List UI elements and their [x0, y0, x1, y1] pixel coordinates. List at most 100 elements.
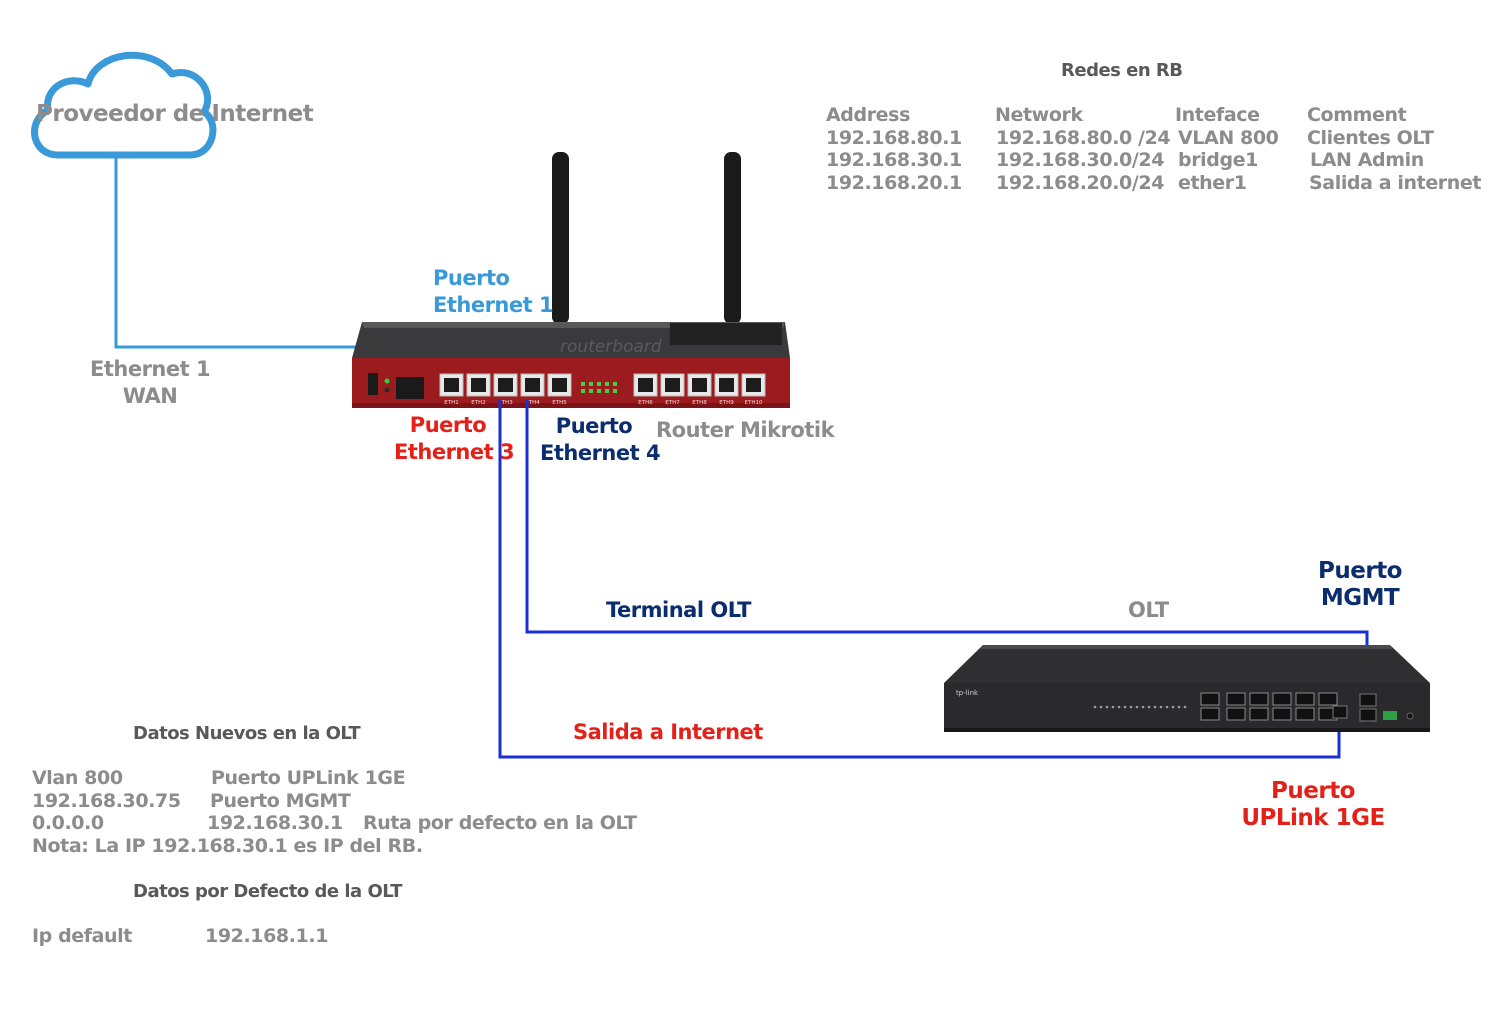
puerto-eth1-line1: Puerto — [433, 266, 510, 290]
puerto-mgmt-line2: MGMT — [1320, 585, 1400, 611]
puerto-eth4-line1: Puerto — [555, 414, 633, 438]
router-port-label: ETH1 — [444, 400, 458, 406]
router-led — [613, 382, 617, 386]
table-row: Ip default 192.168.1.1 — [32, 925, 432, 948]
terminal-olt-text: Terminal OLT — [606, 598, 751, 622]
table-row: 192.168.20.1 192.168.20.0/24 ether1 Sali… — [826, 172, 1486, 195]
olt-led — [1165, 705, 1169, 709]
puerto-mgmt-line1: Puerto — [1318, 558, 1402, 584]
cell-comment: Salida a internet — [1309, 171, 1482, 194]
olt-defecto-table: Ip default 192.168.1.1 — [32, 925, 432, 948]
puerto-mgmt-label: Puerto MGMT — [1305, 558, 1415, 612]
olt-led — [1177, 705, 1181, 709]
olt-led — [1105, 705, 1109, 709]
router-port-eth6: ETH6 — [633, 373, 658, 406]
router-name-label: Router Mikrotik — [656, 418, 835, 442]
router-led — [597, 382, 601, 386]
olt-sfp-port — [1249, 707, 1269, 721]
table-row: 192.168.80.1 192.168.80.0 /24 VLAN 800 C… — [826, 127, 1486, 150]
cell-network: 192.168.20.0/24 — [996, 171, 1165, 194]
table-row: 192.168.30.75 Puerto MGMT — [32, 790, 652, 813]
cell-comment: Clientes OLT — [1307, 126, 1434, 149]
olt-nuevos-title-text: Datos Nuevos en la OLT — [133, 723, 361, 744]
redes-rb-header-row: Address Network Inteface Comment — [826, 104, 1486, 127]
router-name-text: Router Mikrotik — [656, 418, 835, 442]
olt-nota: Nota: La IP 192.168.30.1 es IP del RB. — [32, 835, 652, 858]
router-port-label: ETH2 — [471, 400, 485, 406]
olt-led — [1159, 705, 1163, 709]
header-address: Address — [826, 104, 910, 126]
puerto-eth1-line2: Ethernet 1 — [433, 293, 554, 317]
olt-sfp-port — [1200, 692, 1220, 706]
olt-led — [1111, 705, 1115, 709]
cell-interface: VLAN 800 — [1178, 126, 1279, 149]
router-port-eth3: ETH3 — [493, 373, 518, 406]
olt-led — [1183, 705, 1187, 709]
olt-nuevos-title: Datos Nuevos en la OLT — [133, 723, 361, 744]
olt-sfp-port — [1272, 707, 1292, 721]
cloud-icon — [31, 51, 217, 159]
puerto-eth4-line2: Ethernet 4 — [540, 441, 661, 465]
olt-led — [1093, 705, 1097, 709]
olt-led — [1141, 705, 1145, 709]
router-led — [597, 389, 601, 393]
router-port-label: ETH7 — [665, 400, 680, 406]
olt-led — [1171, 705, 1175, 709]
router-led — [613, 389, 617, 393]
router-led — [589, 389, 593, 393]
router-port-label: ETH10 — [745, 400, 763, 406]
router-port-label: ETH9 — [719, 400, 734, 406]
eth1-wan-line2: WAN — [122, 384, 178, 408]
router-port-label: ETH4 — [525, 400, 540, 406]
table-row: Vlan 800 Puerto UPLink 1GE — [32, 767, 652, 790]
header-network: Network — [995, 104, 1083, 126]
router-led — [605, 382, 609, 386]
salida-internet-label: Salida a Internet — [573, 720, 763, 744]
cell-network: 192.168.30.0/24 — [996, 149, 1165, 171]
cell-value: 192.168.30.75 — [32, 789, 181, 812]
olt-name-label: OLT — [1128, 598, 1169, 622]
cell-address: 192.168.80.1 — [826, 126, 962, 149]
puerto-uplink-line2: UPLink 1GE — [1241, 805, 1385, 831]
olt-led — [1153, 705, 1157, 709]
salida-internet-text: Salida a Internet — [573, 720, 763, 744]
eth1-wan-label: Ethernet 1 WAN — [90, 356, 211, 410]
router-led — [581, 382, 585, 386]
cell-value: 192.168.1.1 — [205, 925, 329, 947]
olt-led — [1129, 705, 1133, 709]
olt-nuevos-table: Vlan 800 Puerto UPLink 1GE 192.168.30.75… — [32, 767, 652, 857]
router-port-eth2: ETH2 — [466, 373, 491, 406]
olt-led — [1117, 705, 1121, 709]
router-antenna-icon — [552, 152, 741, 324]
olt-defecto-title: Datos por Defecto de la OLT — [133, 881, 403, 902]
puerto-eth1-label: Puerto Ethernet 1 — [433, 265, 554, 319]
router-port-label: ETH6 — [638, 400, 653, 406]
puerto-uplink-label: Puerto UPLink 1GE — [1238, 778, 1388, 832]
olt-led — [1147, 705, 1151, 709]
nota-text: Nota: La IP 192.168.30.1 es IP del RB. — [32, 834, 423, 857]
eth1-wan-line1: Ethernet 1 — [90, 357, 211, 381]
cell-network: 192.168.80.0 /24 — [996, 126, 1171, 149]
cell-value: Vlan 800 — [32, 767, 123, 789]
olt-sfp-port — [1249, 692, 1269, 706]
redes-rb-title-text: Redes en RB — [1061, 60, 1183, 81]
router-brand-text: routerboard — [560, 337, 662, 357]
puerto-eth3-line1: Puerto — [409, 413, 487, 437]
router-port-label: ETH8 — [692, 400, 707, 406]
redes-rb-title: Redes en RB — [1061, 60, 1183, 81]
cloud-label: Proveedor de Internet — [36, 101, 314, 128]
puerto-eth3-line2: Ethernet 3 — [394, 440, 515, 464]
cell-note: Ruta por defecto en la OLT — [363, 812, 637, 834]
olt-defecto-title-text: Datos por Defecto de la OLT — [133, 881, 403, 902]
salida-internet-cable — [498, 400, 1341, 759]
puerto-uplink-line1: Puerto — [1271, 778, 1355, 804]
cell-value: 0.0.0.0 — [32, 812, 104, 834]
router-port-eth10: ETH10 — [741, 373, 766, 406]
router-port-eth4: ETH4 — [520, 373, 545, 406]
olt-sfp-port — [1295, 707, 1315, 721]
olt-device: tp-link — [944, 645, 1430, 732]
cloud-label-text: Proveedor de Internet — [36, 101, 314, 127]
olt-sfp-port — [1295, 692, 1315, 706]
header-interface: Inteface — [1175, 104, 1260, 126]
cell-label: Ip default — [32, 925, 132, 947]
